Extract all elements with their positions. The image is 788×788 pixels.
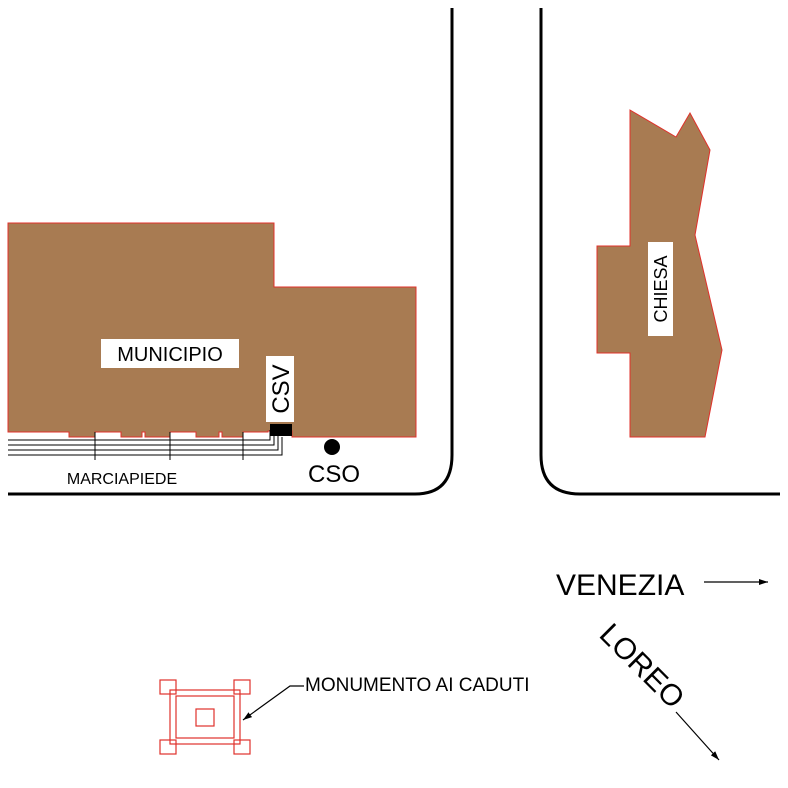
sidewalk-lines — [8, 430, 283, 460]
loreo-arrow — [675, 711, 720, 761]
municipio-footprint — [7, 222, 417, 438]
sidewalk-line-2 — [8, 434, 275, 446]
monument-corner-nw — [159, 679, 177, 695]
cso-label: CSO — [308, 461, 360, 488]
chiesa-label-box — [648, 242, 673, 336]
csv-marker: CSV — [266, 356, 295, 436]
venezia-label: VENEZIA — [556, 569, 684, 602]
road-edge-west-block — [8, 8, 454, 496]
csv-label: CSV — [268, 364, 295, 413]
sidewalk-line-4 — [8, 437, 283, 456]
cso-marker: CSO — [308, 439, 360, 488]
monument — [159, 679, 251, 755]
csv-label-box — [266, 356, 294, 422]
municipio-building: MUNICIPIO — [7, 222, 417, 438]
direction-loreo: LOREO — [593, 617, 720, 761]
cso-dot — [324, 439, 340, 455]
monument-label: MONUMENTO AI CADUTI — [305, 675, 530, 696]
chiesa-building: CHIESA — [596, 109, 723, 438]
monument-outer-square — [169, 689, 241, 745]
chiesa-label: CHIESA — [651, 255, 671, 322]
marciapiede-label: MARCIAPIEDE — [67, 471, 177, 488]
monument-corner-sw — [159, 739, 177, 755]
road-edge-east-block — [539, 8, 780, 496]
monument-corner-se — [233, 739, 251, 755]
csv-box — [270, 424, 292, 436]
monument-leader-line — [242, 685, 304, 721]
monument-center — [195, 708, 215, 727]
direction-venezia: VENEZIA — [556, 569, 768, 602]
sidewalk-line-3 — [8, 436, 279, 451]
loreo-label: LOREO — [593, 617, 691, 715]
municipio-label-box — [101, 339, 239, 368]
municipio-label: MUNICIPIO — [117, 344, 223, 366]
road-edges — [8, 8, 780, 496]
monument-corner-ne — [233, 679, 251, 695]
monument-inner-square — [175, 695, 235, 739]
